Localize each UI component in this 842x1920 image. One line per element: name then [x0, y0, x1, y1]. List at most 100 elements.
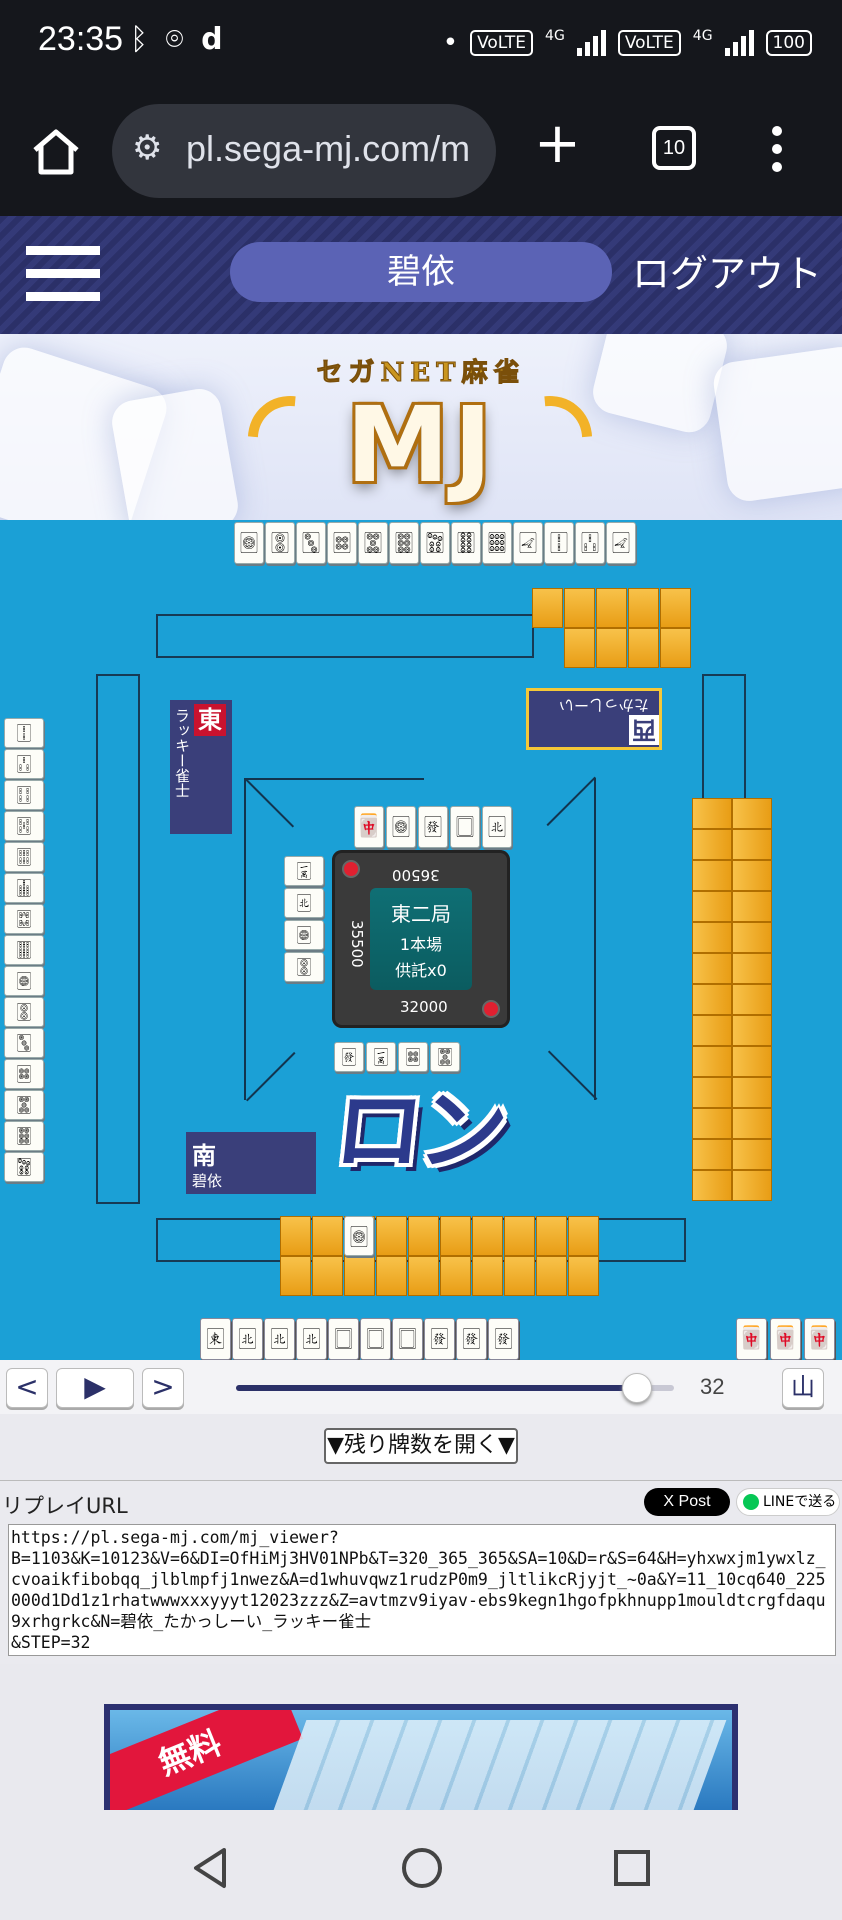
meld-tile: 🀄 — [804, 1318, 835, 1360]
signal-icon-1 — [576, 30, 606, 56]
tile-back — [536, 1216, 567, 1256]
top-discard-tile: 🀞 — [389, 522, 419, 564]
tile-back — [312, 1216, 343, 1256]
home-icon[interactable] — [30, 126, 82, 178]
left-pond-tile: 🀚 — [284, 952, 324, 982]
tile-back — [408, 1216, 439, 1256]
home-nav-icon[interactable] — [400, 1846, 444, 1890]
hand-tile: 🀆 — [360, 1318, 391, 1360]
android-nav-bar — [0, 1810, 842, 1920]
tile-back — [692, 953, 732, 984]
replay-url-textarea[interactable]: https://pl.sega-mj.com/mj_viewer? B=1103… — [8, 1524, 836, 1656]
left-discard-tile: 🀝 — [4, 1090, 44, 1120]
next-step-button[interactable]: > — [142, 1368, 184, 1408]
network-type-1: 4G — [545, 28, 565, 44]
opponent-east-name: ラッキー雀士 — [173, 708, 191, 798]
new-tab-button[interactable]: + — [534, 111, 581, 176]
round-name: 東二局 — [391, 902, 451, 926]
top-discard-tile: 🀐 — [513, 522, 543, 564]
open-remaining-tiles-button[interactable]: ▼残り牌数を開く▼ — [324, 1428, 518, 1464]
tile-back — [344, 1256, 375, 1296]
top-pond-tile: 🀙 — [386, 806, 416, 848]
riichi-indicator-bottom — [482, 1000, 500, 1018]
opponent-east-plate: 東 ラッキー雀士 — [170, 700, 232, 834]
tile-back — [440, 1216, 471, 1256]
replay-slider[interactable] — [236, 1373, 674, 1403]
line-share-button[interactable]: LINEで送る — [736, 1488, 840, 1516]
left-discard-tile: 🀟 — [4, 1152, 44, 1182]
left-pond-tile: 🀃 — [284, 888, 324, 918]
tile-back — [692, 1170, 732, 1201]
address-bar[interactable]: ⚙ pl.sega-mj.com/m — [112, 104, 496, 198]
url-text: pl.sega-mj.com/m — [186, 128, 471, 169]
meld-tile: 🀄 — [736, 1318, 767, 1360]
left-discard-tile: 🀛 — [4, 1028, 44, 1058]
site-settings-icon[interactable]: ⚙ — [132, 128, 163, 168]
left-discard-tile: 🀞 — [4, 1121, 44, 1151]
tile-back — [732, 1108, 772, 1139]
status-left-icons: ᛒ ⌾ d — [130, 22, 223, 57]
wall-indicator-tile: 🀙 — [344, 1216, 374, 1256]
advertisement[interactable]: 無料 — [0, 1664, 842, 1810]
hand-tile: 🀅 — [456, 1318, 487, 1360]
top-discard-tile: 🀠 — [451, 522, 481, 564]
hand-tile: 🀀 — [200, 1318, 231, 1360]
hand-tile: 🀃 — [296, 1318, 327, 1360]
game-board: たかっしーい 西 東 ラッキー雀士 南 碧依 36500 35500 32000… — [0, 520, 842, 1360]
tile-back — [596, 588, 627, 628]
opponent-west-name: たかっしーい — [559, 696, 650, 714]
tile-back — [536, 1256, 567, 1296]
mj-logo[interactable]: MJ — [345, 384, 497, 506]
top-discard-tile: 🀡 — [482, 522, 512, 564]
back-nav-icon[interactable] — [190, 1846, 230, 1890]
hamburger-menu-icon[interactable] — [26, 246, 100, 306]
honba-count: 1本場 — [399, 935, 443, 954]
d-app-icon: d — [201, 22, 223, 57]
recents-nav-icon[interactable] — [612, 1848, 652, 1888]
username-pill[interactable]: 碧依 — [230, 242, 612, 302]
play-button[interactable]: ▶ — [56, 1368, 134, 1408]
tile-back — [440, 1256, 471, 1296]
bottom-pond-tile: 🀅 — [334, 1042, 364, 1072]
tile-back — [692, 1046, 732, 1077]
left-wall-outline — [96, 674, 140, 1204]
ad-frame[interactable]: 無料 — [104, 1704, 738, 1810]
tile-back — [532, 588, 563, 628]
tile-back — [280, 1216, 311, 1256]
location-icon: ⌾ — [165, 22, 184, 57]
tile-back — [280, 1256, 311, 1296]
ad-ribbon: 無料 — [110, 1710, 303, 1810]
table-line — [594, 778, 596, 1100]
tab-switcher-button[interactable]: 10 — [652, 126, 696, 170]
left-discard-tile: 🀙 — [4, 966, 44, 996]
tile-back — [660, 628, 691, 668]
site-banner: セガNET麻雀 MJ — [0, 334, 842, 520]
bottom-pond-tile: 🀇 — [366, 1042, 396, 1072]
bottom-pond-tile: 🀝 — [430, 1042, 460, 1072]
wall-toggle-button[interactable]: 山 — [782, 1368, 824, 1408]
line-icon — [743, 1494, 759, 1510]
score-top: 36500 — [392, 866, 440, 884]
logout-link[interactable]: ログアウト — [632, 252, 823, 296]
tile-back — [628, 588, 659, 628]
replay-slider-knob[interactable] — [622, 1373, 653, 1403]
browser-menu-icon[interactable] — [772, 126, 784, 180]
left-discard-tile: 🀜 — [4, 1059, 44, 1089]
tile-back — [692, 922, 732, 953]
left-pond-tile: 🀇 — [284, 856, 324, 886]
x-post-button[interactable]: X Post — [644, 1488, 730, 1516]
tile-back — [692, 829, 732, 860]
tile-back — [472, 1216, 503, 1256]
site-header: 碧依 ログアウト — [0, 216, 842, 334]
prev-step-button[interactable]: < — [6, 1368, 48, 1408]
left-discard-tile: 🀚 — [4, 997, 44, 1027]
tile-back — [504, 1216, 535, 1256]
table-line — [244, 778, 246, 1100]
status-bar: 23:35 ᛒ ⌾ d • VoLTE 4G VoLTE 4G 100 — [0, 0, 842, 90]
left-discard-tile: 🀖 — [4, 873, 44, 903]
tile-back — [472, 1256, 503, 1296]
top-discard-tile: 🀛 — [296, 522, 326, 564]
clock: 23:35 — [38, 20, 124, 58]
top-discard-tile: 🀐 — [606, 522, 636, 564]
tile-back — [564, 588, 595, 628]
